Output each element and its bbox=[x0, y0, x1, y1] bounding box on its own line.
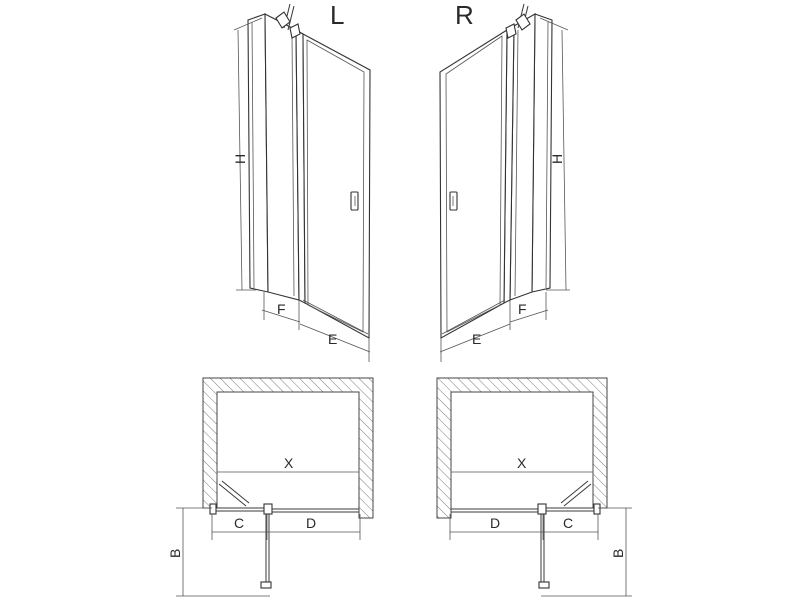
dim-line-f-left bbox=[261, 309, 301, 323]
dim-line-f-right bbox=[509, 309, 549, 323]
view-label-right: R bbox=[455, 0, 474, 30]
dim-line-e-left bbox=[299, 323, 371, 353]
door-panel-right bbox=[439, 28, 508, 339]
plan-view-left: X C D B bbox=[167, 377, 374, 597]
dim-line-e-right bbox=[439, 323, 511, 353]
handle-icon bbox=[350, 191, 359, 211]
dim-label-x-right: X bbox=[517, 455, 527, 471]
dim-label-b-left: B bbox=[167, 549, 183, 558]
plan-view-right: X D C B bbox=[436, 377, 632, 597]
dim-label-h-left: H bbox=[232, 154, 248, 164]
elevation-right: R H F E bbox=[439, 0, 570, 362]
dim-label-d-right: D bbox=[490, 515, 500, 531]
dim-label-b-right: B bbox=[610, 549, 626, 558]
door-panel-left bbox=[302, 33, 371, 339]
dim-label-x-left: X bbox=[284, 455, 294, 471]
dim-label-c-right: C bbox=[563, 515, 573, 531]
elevation-left: L H F E bbox=[232, 0, 371, 362]
dim-label-e-right: E bbox=[472, 331, 481, 347]
dim-line-h-right bbox=[561, 29, 567, 291]
wall-hatch-right bbox=[436, 377, 608, 519]
dim-label-h-right: H bbox=[549, 154, 565, 164]
dim-line-h-left bbox=[237, 29, 243, 291]
dim-label-f-left: F bbox=[277, 301, 286, 317]
dim-label-c-left: C bbox=[234, 515, 244, 531]
handle-icon bbox=[449, 191, 458, 211]
wall-hatch-left bbox=[202, 377, 374, 519]
dim-label-f-right: F bbox=[518, 301, 527, 317]
view-label-left: L bbox=[330, 0, 344, 30]
dim-label-e-left: E bbox=[328, 331, 337, 347]
dim-label-d-left: D bbox=[306, 515, 316, 531]
